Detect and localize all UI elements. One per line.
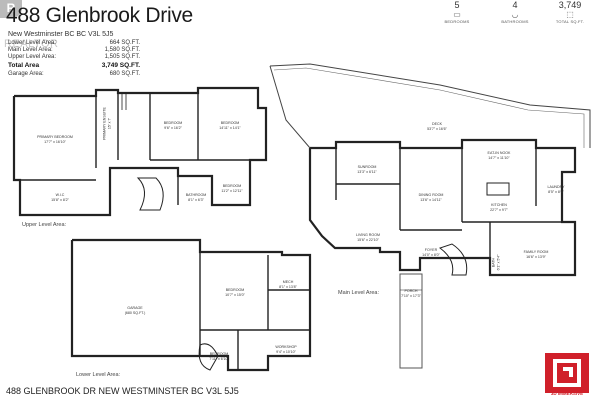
area-row-lower: Lower Level Area:664 SQ.FT. (8, 40, 140, 46)
stat-total-sqft: 3,749 ⬚ TOTAL SQ.FT. (545, 0, 595, 24)
page-title: 488 Glenbrook Drive (6, 4, 193, 27)
bed-icon: ▭ (453, 10, 461, 19)
stat-bedrooms: 5 ▭ BEDROOMS (432, 0, 482, 24)
watermark: REALTOR (4, 38, 59, 50)
bath-icon: ◡ (511, 10, 519, 19)
brand-text: 3D IMMERSIVE (550, 391, 584, 396)
area-row-garage: Garage Area:680 SQ.FT. (8, 71, 140, 77)
upper-level-label: Upper Level Area: (22, 222, 67, 228)
room-garage: GARAGE(680 SQ.FT.) (124, 306, 146, 315)
footer-address: 488 GLENBROOK DR NEW WESTMINSTER BC V3L … (6, 386, 239, 396)
realtor-logo-icon: R (0, 0, 22, 18)
stat-bathrooms: 4 ◡ BATHROOMS (490, 0, 540, 24)
area-row-upper: Upper Level Area:1,505 SQ.FT. (8, 54, 140, 60)
3d-immersive-logo-icon (545, 353, 589, 393)
lower-level-label: Lower Level Area: (76, 372, 121, 378)
lower-level-outline (70, 238, 312, 372)
area-row-main: Main Level Area:1,580 SQ.FT. (8, 47, 140, 53)
address: New Westminster BC BC V3L 5J5 (8, 31, 114, 38)
main-level-label: Main Level Area: (338, 290, 379, 296)
area-icon: ⬚ (566, 10, 574, 19)
